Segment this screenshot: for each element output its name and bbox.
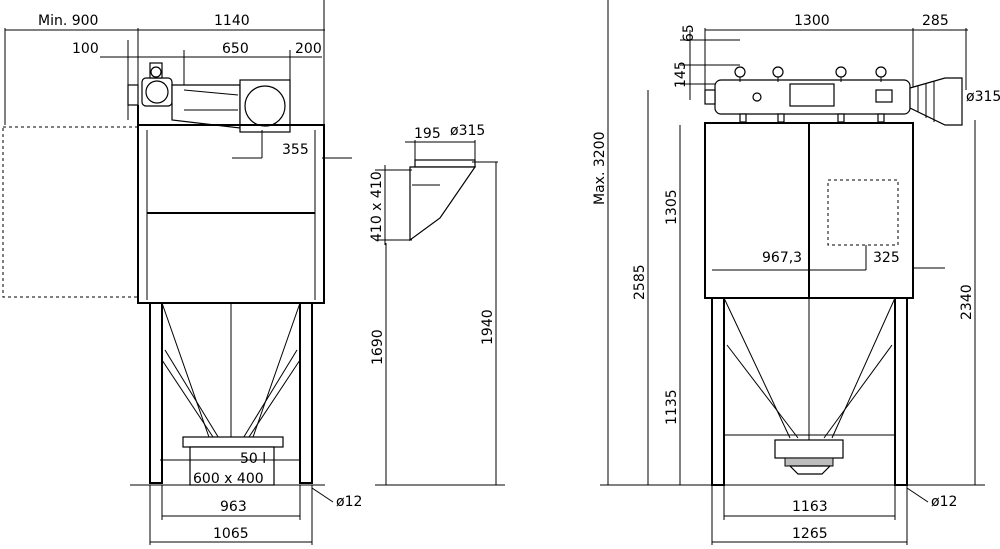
dim-1135: 1135 bbox=[664, 389, 680, 425]
dim-body-width: 1300 bbox=[794, 13, 830, 29]
fan-motor bbox=[127, 62, 173, 125]
dim-top-65: 65 bbox=[681, 24, 697, 42]
dim-outlet-diameter: ø315 bbox=[966, 89, 1000, 105]
dim-offset: 100 bbox=[72, 41, 99, 57]
top-header bbox=[704, 66, 911, 123]
dim-panel-width: 967,3 bbox=[762, 250, 802, 266]
dim-hatch-offset: 325 bbox=[873, 250, 900, 266]
dim-flange-width: 195 bbox=[414, 126, 441, 142]
dim-bin-volume: 50 l bbox=[240, 451, 266, 467]
dust-bin bbox=[160, 436, 300, 486]
side-dim-leg-outer: 1265 bbox=[792, 526, 828, 542]
side-detail: 195 ø315 410 x 410 1690 1940 bbox=[369, 123, 505, 486]
dim-inlet-offset: 355 bbox=[282, 142, 309, 158]
dim-leg-inner: 963 bbox=[220, 499, 247, 515]
side-dust-bin bbox=[774, 439, 844, 475]
side-view: 1300 285 Max. 3200 65 145 bbox=[592, 0, 1000, 545]
dim-max-height: Max. 3200 bbox=[592, 132, 608, 205]
inspection-hatch bbox=[827, 179, 899, 246]
outlet-cone bbox=[909, 77, 963, 126]
dim-panel-height: 1305 bbox=[664, 189, 680, 225]
dim-outlet-offset: 285 bbox=[922, 13, 949, 29]
dim-inlet-gap: 200 bbox=[295, 41, 322, 57]
hopper-legs bbox=[149, 302, 313, 484]
dim-total-width: 1140 bbox=[214, 13, 250, 29]
dim-2585: 2585 bbox=[632, 264, 648, 300]
dim-anchor-hole: ø12 bbox=[336, 494, 362, 510]
side-dim-anchor-hole: ø12 bbox=[931, 494, 957, 510]
dim-flange-diameter: ø315 bbox=[450, 123, 485, 139]
inlet-hood bbox=[409, 166, 477, 242]
front-view: Min. 900 1140 100 650 200 355 bbox=[2, 0, 362, 545]
dim-inlet-length: 650 bbox=[222, 41, 249, 57]
inlet-duct bbox=[171, 79, 291, 133]
dim-bin-size: 600 x 400 bbox=[193, 471, 264, 487]
dim-opening-size: 410 x 410 bbox=[369, 171, 385, 242]
dim-2340: 2340 bbox=[959, 284, 975, 320]
dim-leg-outer: 1065 bbox=[213, 526, 249, 542]
dim-top-145: 145 bbox=[673, 61, 689, 88]
service-clearance-zone bbox=[2, 126, 139, 298]
inlet-flange bbox=[414, 159, 476, 168]
dim-inlet-height: 1940 bbox=[480, 309, 496, 345]
dim-min-clearance: Min. 900 bbox=[38, 13, 98, 29]
dim-opening-height: 1690 bbox=[370, 329, 386, 365]
side-dim-leg-inner: 1163 bbox=[792, 499, 828, 515]
